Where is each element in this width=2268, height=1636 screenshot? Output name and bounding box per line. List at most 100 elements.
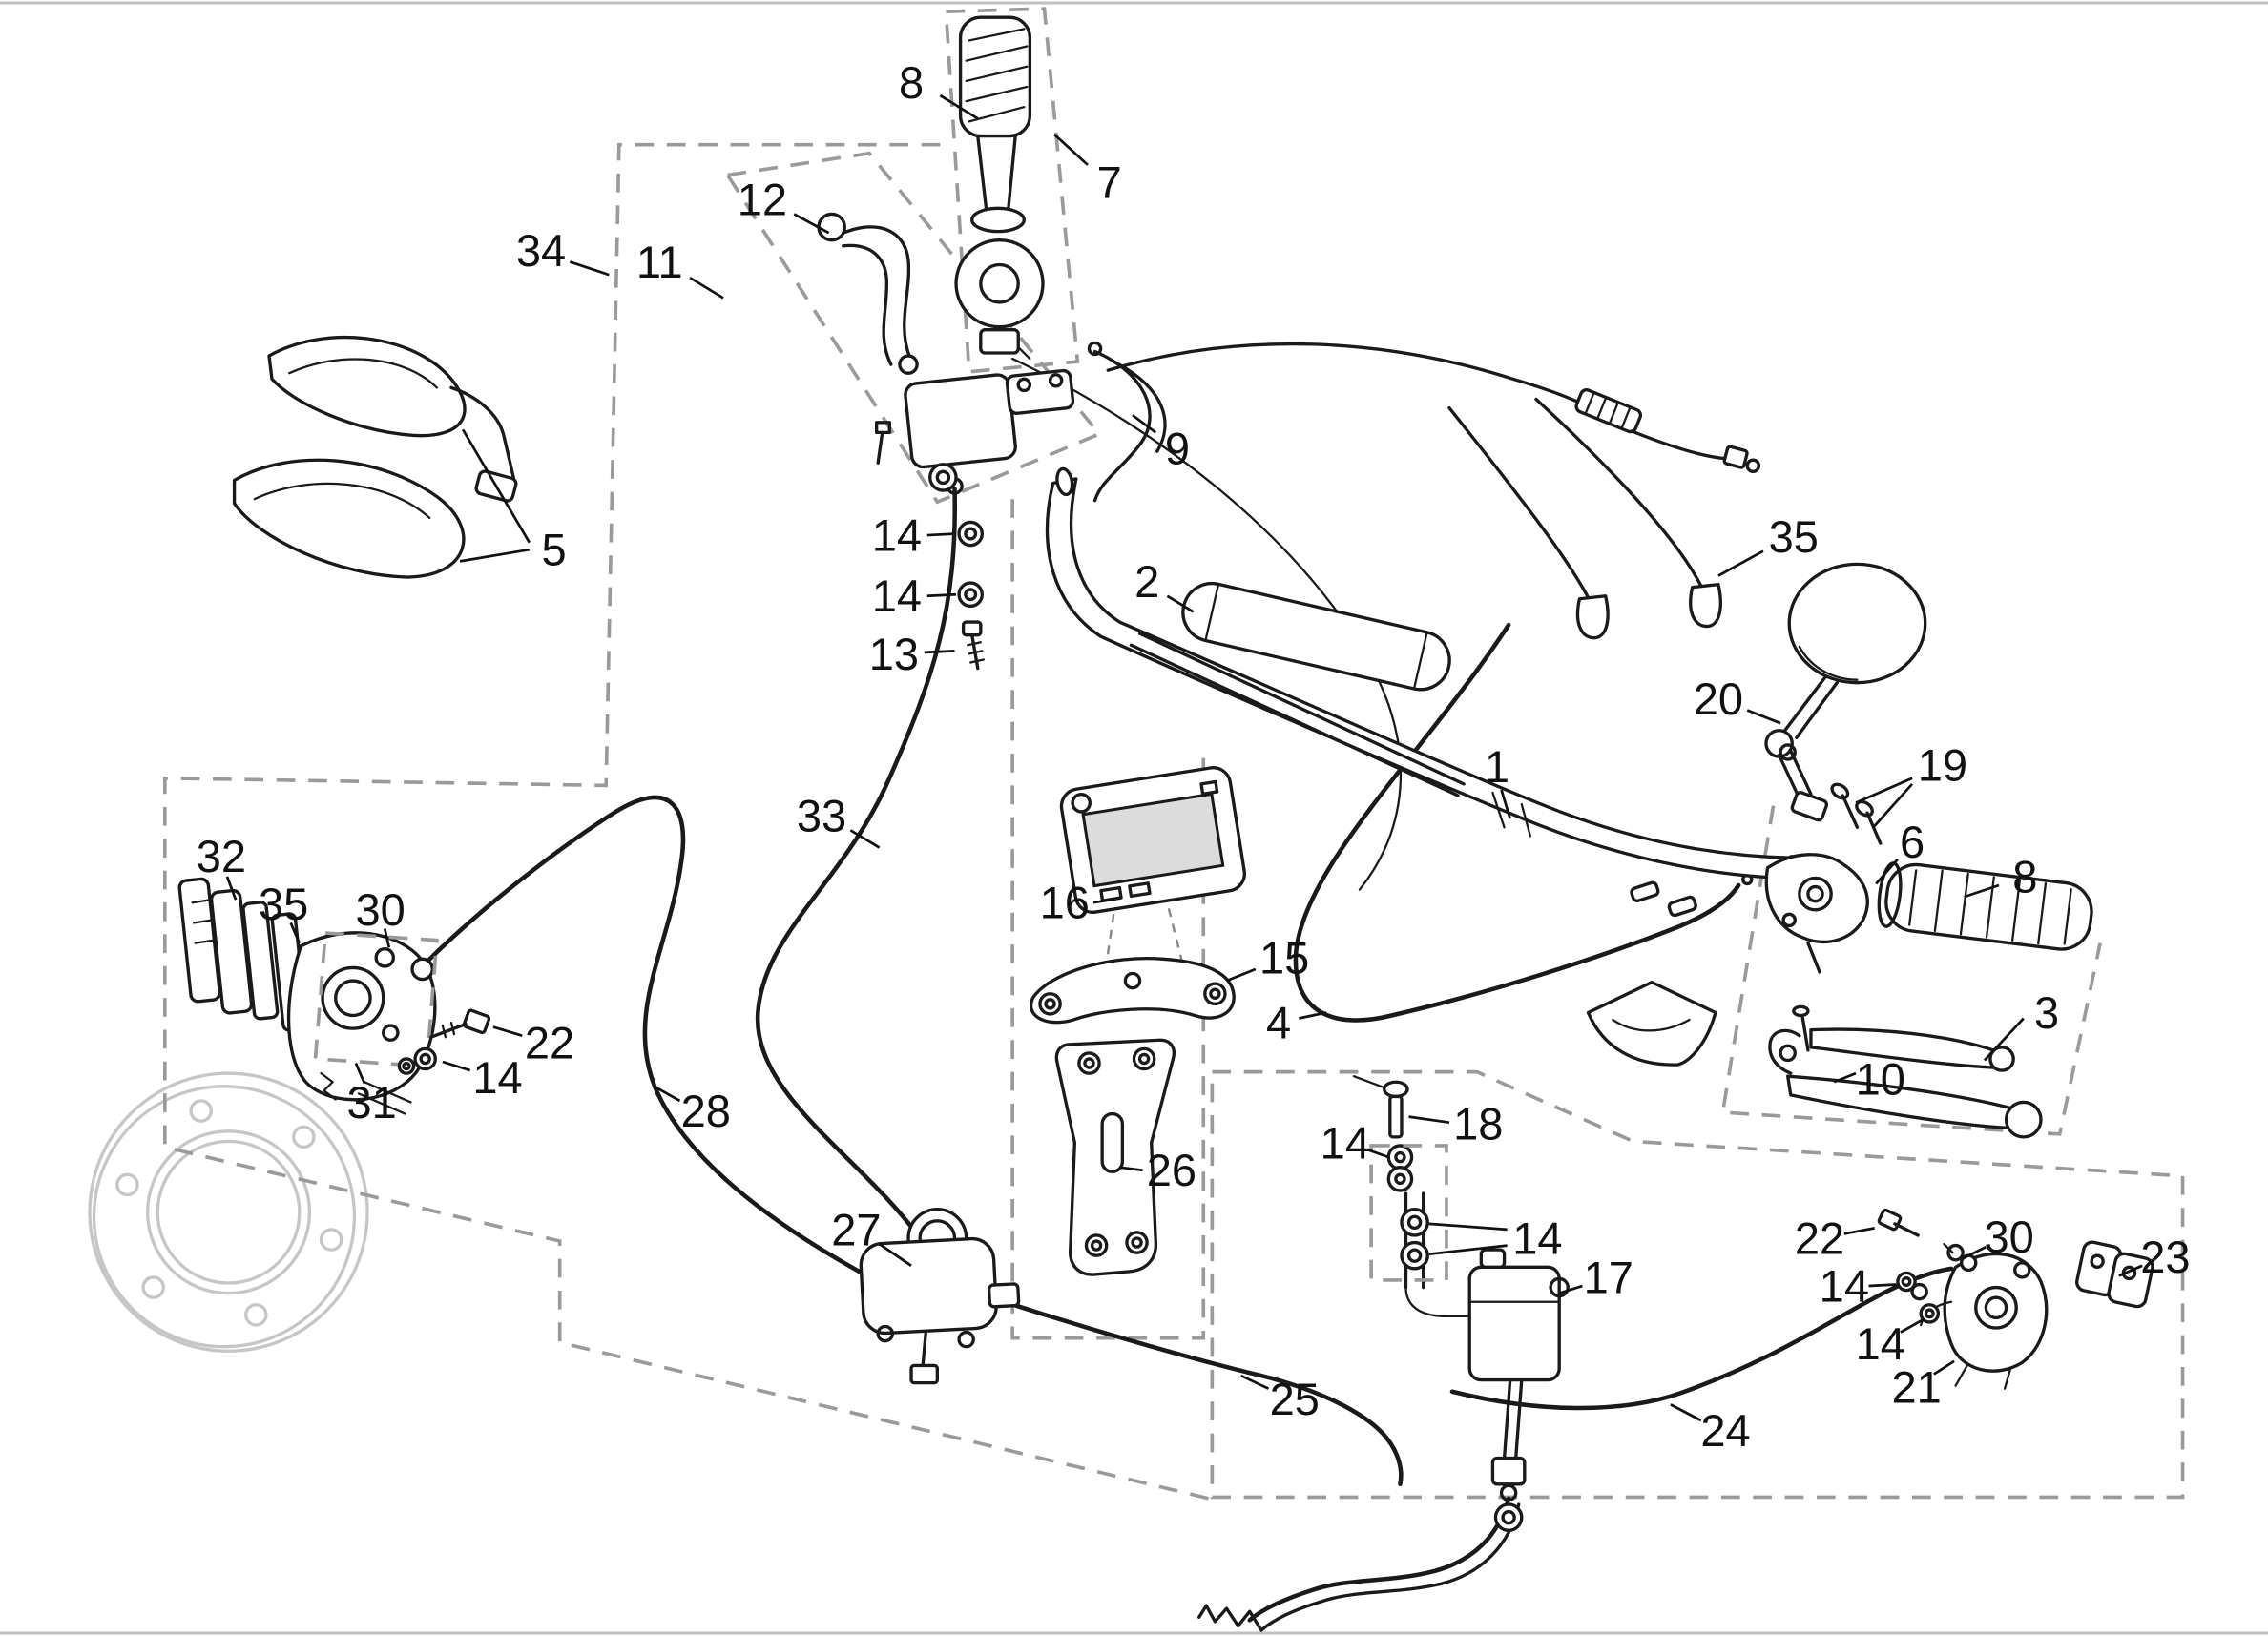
part-12-front-brake-lever bbox=[817, 212, 919, 375]
callout-19: 19 bbox=[1918, 740, 1967, 791]
callout-14: 14 bbox=[872, 509, 922, 560]
callout-leader-9 bbox=[1132, 414, 1157, 434]
boundary-washer-stack bbox=[1369, 1144, 1448, 1282]
callout-leader-21 bbox=[1933, 1359, 1955, 1376]
callout-20: 20 bbox=[1694, 673, 1743, 724]
callout-6: 6 bbox=[1900, 817, 1925, 867]
callout-leader-22 bbox=[492, 1025, 523, 1038]
callout-leader-8 bbox=[1964, 883, 2000, 899]
callout-11: 11 bbox=[636, 237, 683, 287]
callout-33: 33 bbox=[797, 791, 846, 841]
callout-27: 27 bbox=[831, 1204, 881, 1254]
callout-leader-14 bbox=[1900, 1317, 1925, 1334]
part-22-30-14-rear-caliper-hardware bbox=[1877, 1208, 1978, 1324]
dust-boot bbox=[1586, 980, 1717, 1067]
callout-leader-15 bbox=[1226, 967, 1257, 983]
callout-leader-2 bbox=[1166, 594, 1195, 613]
callout-24: 24 bbox=[1700, 1405, 1750, 1456]
callout-leader-14 bbox=[442, 1060, 471, 1072]
callout-leader-27 bbox=[878, 1242, 912, 1267]
part-26-lower-bracket bbox=[1054, 1038, 1176, 1276]
callout-14: 14 bbox=[1321, 1117, 1370, 1168]
boundary-speedometer-column bbox=[1010, 499, 1206, 1340]
callout-13: 13 bbox=[869, 629, 919, 679]
callout-leader-23 bbox=[2118, 1264, 2143, 1277]
callout-leader-24 bbox=[1670, 1403, 1702, 1422]
part-20-mirror bbox=[1764, 562, 1927, 822]
callout-8: 8 bbox=[2012, 851, 2037, 901]
callout-8: 8 bbox=[899, 57, 924, 108]
part-16-speedometer bbox=[1059, 766, 1246, 973]
part-11-front-master-cylinder bbox=[874, 368, 1075, 492]
callout-31: 31 bbox=[346, 1077, 396, 1128]
part-15-top-bracket bbox=[1029, 957, 1236, 1025]
callout-5: 5 bbox=[542, 525, 567, 575]
callout-16: 16 bbox=[1040, 878, 1090, 928]
callout-3: 3 bbox=[2034, 987, 2059, 1038]
part-35-clutch-cable bbox=[1106, 342, 1761, 640]
part-18-14-bolt-washers bbox=[1352, 1075, 1471, 1318]
part-30-31-front-caliper bbox=[286, 931, 439, 1115]
part-13-14-bolt-washers bbox=[957, 520, 985, 671]
callout-21: 21 bbox=[1891, 1362, 1941, 1413]
callout-leader-5 bbox=[461, 428, 531, 544]
callout-leader-17 bbox=[1558, 1284, 1583, 1294]
callout-30: 30 bbox=[1985, 1211, 2034, 1262]
callout-leader-26 bbox=[1119, 1166, 1143, 1172]
part-25-hose bbox=[992, 1296, 1404, 1487]
callout-leader-31 bbox=[354, 1062, 366, 1085]
boundary-throttle bbox=[944, 7, 1080, 374]
callout-leader-11 bbox=[689, 276, 724, 300]
callout-26: 26 bbox=[1147, 1145, 1196, 1195]
callout-32: 32 bbox=[197, 831, 246, 881]
callout-leader-25 bbox=[1240, 1374, 1270, 1390]
callout-leader-14 bbox=[1868, 1283, 1897, 1288]
callout-23: 23 bbox=[2140, 1232, 2190, 1282]
callout-leader-14 bbox=[1428, 1222, 1508, 1232]
callout-14: 14 bbox=[1512, 1212, 1562, 1263]
callout-leader-8 bbox=[939, 93, 979, 120]
callout-leader-19 bbox=[1873, 782, 1914, 827]
callout-18: 18 bbox=[1453, 1099, 1503, 1149]
callout-leader-12 bbox=[793, 213, 830, 235]
callout-12: 12 bbox=[738, 175, 787, 225]
callout-leader-19 bbox=[1855, 777, 1913, 804]
callout-leader-5 bbox=[459, 548, 531, 563]
part-3-10-clutch-levers bbox=[1768, 1004, 2043, 1139]
callout-17: 17 bbox=[1584, 1252, 1633, 1302]
callout-leader-28 bbox=[655, 1087, 681, 1103]
callout-14: 14 bbox=[872, 570, 922, 621]
callout-14: 14 bbox=[1856, 1318, 1905, 1369]
callout-leader-14 bbox=[926, 532, 957, 537]
part-5-handguards bbox=[232, 335, 518, 579]
callout-leader-14 bbox=[926, 592, 957, 598]
boundary-clutch-lever bbox=[1720, 805, 2102, 1136]
callout-leader-20 bbox=[1746, 709, 1781, 725]
callout-leader-7 bbox=[1053, 134, 1089, 166]
callout-10: 10 bbox=[1856, 1054, 1905, 1105]
callout-leader-22 bbox=[1843, 1227, 1875, 1235]
callout-1: 1 bbox=[1485, 741, 1509, 792]
callout-leader-3 bbox=[1983, 1017, 2025, 1062]
boundary-lever-master-cylinder bbox=[724, 151, 1103, 505]
callout-leader-32 bbox=[225, 876, 238, 901]
callout-leader-14 bbox=[1428, 1244, 1508, 1256]
callout-35: 35 bbox=[1769, 511, 1819, 562]
part-17-rear-master-cylinder bbox=[1467, 1248, 1570, 1502]
callout-30: 30 bbox=[356, 884, 406, 935]
callout-leader-10 bbox=[1833, 1071, 1857, 1084]
callout-leader-16 bbox=[1092, 897, 1120, 904]
part-22-14-banjo-bolt-washers bbox=[397, 1008, 491, 1075]
callout-22: 22 bbox=[525, 1018, 574, 1068]
part-21-rear-caliper bbox=[1920, 1252, 2049, 1390]
callout-leader-30 bbox=[1962, 1245, 1987, 1260]
boundary-left-assembly bbox=[162, 142, 1210, 1501]
callout-7: 7 bbox=[1097, 157, 1122, 208]
callout-2: 2 bbox=[1134, 556, 1159, 607]
callout-14: 14 bbox=[1820, 1260, 1869, 1311]
part-7-8-throttle-assembly bbox=[954, 15, 1045, 361]
part-27-rear-master-cylinder bbox=[859, 1208, 1021, 1385]
